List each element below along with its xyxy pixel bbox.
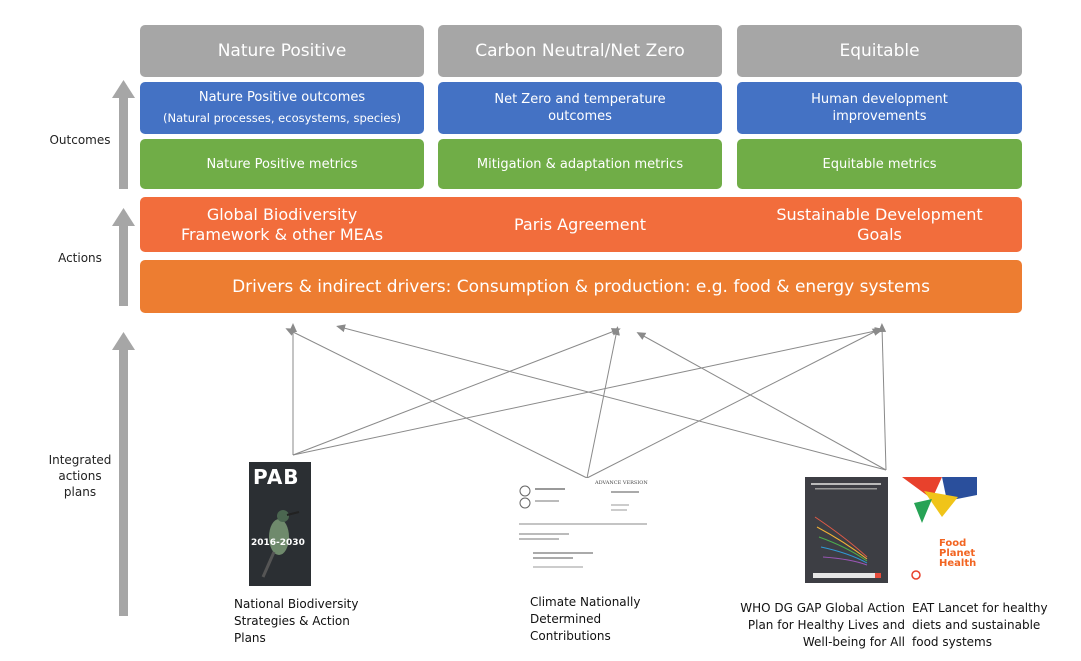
pillar-carbon-neutral: Carbon Neutral/Net Zero [438,25,722,77]
connector-who-3 [878,323,887,471]
row-label-integrated-line2: actions [58,469,102,483]
vertical-arrow-plans [112,332,135,616]
vertical-arrow-actions [112,208,135,306]
caption-nbsap-line2: Strategies & Action [234,614,350,628]
ndc-header-text: ADVANCE VERSION [595,480,648,486]
drivers-text: Drivers & indirect drivers: Consumption … [232,276,930,297]
connector-who-2 [636,332,887,471]
equitable-metrics-label: Equitable metrics [822,156,937,172]
gbf-label: Global Biodiversity Framework & other ME… [150,197,414,252]
pillar-nature-positive-label: Nature Positive [217,41,347,61]
paris-agreement-label: Paris Agreement [448,197,712,252]
pab-document-thumbnail: PAB 2016-2030 [249,462,311,586]
human-development-line2: improvements [832,109,927,124]
row-label-integrated-plans: Integrated actions plans [40,452,120,500]
net-zero-outcomes-line1: Net Zero and temperature [494,92,666,107]
caption-ndc-line1: Climate Nationally [530,595,641,609]
caption-eat-line1: EAT Lancet for healthy [912,601,1048,615]
gbf-line1: Global Biodiversity [206,204,358,224]
who-gap-graphic [811,483,881,578]
human-development-box: Human development improvements [737,82,1022,134]
row-label-actions-text: Actions [58,251,102,265]
gbf-line2: Framework & other MEAs [180,224,384,244]
sdg-line2: Goals [857,224,902,244]
caption-eat-line3: food systems [912,635,992,649]
pillar-nature-positive: Nature Positive [140,25,424,77]
row-label-outcomes-text: Outcomes [49,133,111,147]
row-label-outcomes: Outcomes [40,132,120,148]
pillar-equitable: Equitable [737,25,1022,77]
caption-nbsap: National Biodiversity Strategies & Actio… [234,596,374,647]
pillar-carbon-neutral-label: Carbon Neutral/Net Zero [475,41,685,61]
mitigation-adaptation-metrics-box: Mitigation & adaptation metrics [438,139,722,189]
nature-outcomes-title: Nature Positive outcomes [198,90,366,105]
drivers-bar: Drivers & indirect drivers: Consumption … [140,260,1022,313]
bird-illustration [261,510,300,578]
row-label-integrated-line3: plans [63,485,97,499]
caption-who-line3: Well-being for All [802,635,905,649]
pab-logo: PAB [253,465,300,489]
caption-eat-line2: diets and sustainable [912,618,1041,632]
connector-ndc-3 [586,328,882,479]
caption-who-gap: WHO DG GAP Global Action Plan for Health… [725,600,905,651]
caption-ndc: Climate Nationally Determined Contributi… [530,594,670,645]
paris-text: Paris Agreement [513,215,647,234]
caption-ndc-line2: Determined [530,612,602,626]
connector-ndc-2 [586,326,620,479]
eat-title-health: Health [939,558,977,569]
eat-lancet-graphic [902,477,977,580]
un-document-page [519,485,647,568]
caption-eat-lancet: EAT Lancet for healthy diets and sustain… [912,600,1072,651]
net-zero-outcomes-line2: outcomes [548,109,612,124]
caption-ndc-line3: Contributions [530,629,611,643]
connector-ndc-1 [285,328,588,479]
nature-positive-metrics-box: Nature Positive metrics [140,139,424,189]
connector-pab-2 [292,328,621,456]
nature-outcomes-subtitle: (Natural processes, ecosystems, species) [163,111,401,125]
sdg-label: Sustainable Development Goals [747,197,1012,252]
caption-nbsap-line3: Plans [234,631,266,645]
caption-nbsap-line1: National Biodiversity [234,597,359,611]
eat-title: Food Planet Health [939,539,976,569]
vertical-arrow-outcomes [112,80,135,189]
nature-metrics-label: Nature Positive metrics [206,156,358,172]
connector-who-1 [336,324,887,471]
net-zero-outcomes-box: Net Zero and temperature outcomes [438,82,722,134]
row-label-integrated-line1: Integrated [48,453,112,467]
eat-lancet-thumbnail: Food Planet Health [902,477,977,583]
pab-years: 2016-2030 [251,538,305,548]
human-development-line1: Human development [811,92,948,107]
ndc-document-thumbnail: ADVANCE VERSION [513,478,653,582]
nature-positive-outcomes-box: Nature Positive outcomes (Natural proces… [140,82,424,134]
eat-title-planet: Planet [939,548,976,559]
eat-title-food: Food [939,538,967,549]
equitable-metrics-box: Equitable metrics [737,139,1022,189]
connector-pab-3 [292,327,884,456]
sdg-line1: Sustainable Development [776,204,983,224]
who-gap-thumbnail [805,477,888,583]
pillar-equitable-label: Equitable [839,41,920,61]
row-label-actions: Actions [40,250,120,266]
caption-who-line1: WHO DG GAP Global Action [740,601,905,615]
mitigation-metrics-label: Mitigation & adaptation metrics [476,156,684,172]
caption-who-line2: Plan for Healthy Lives and [747,618,905,632]
agreements-bar [140,197,1022,252]
